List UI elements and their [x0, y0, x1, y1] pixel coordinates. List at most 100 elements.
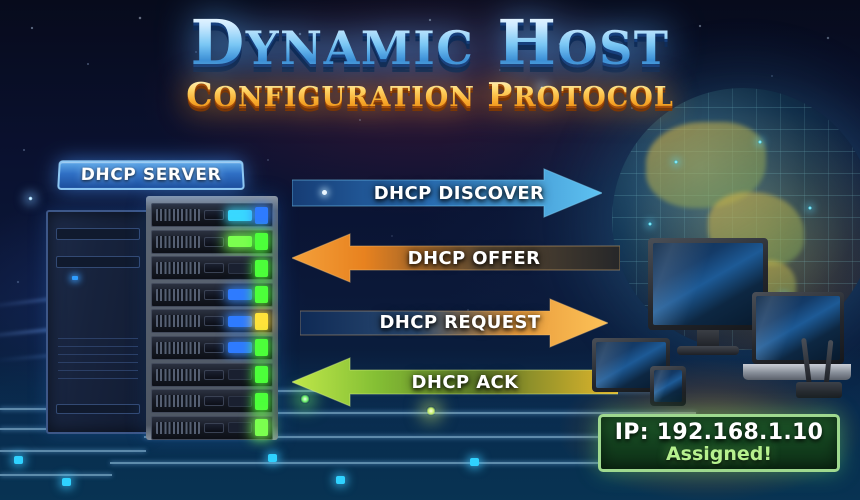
circuit-trace: [144, 436, 704, 438]
rack-status-led: [255, 206, 268, 224]
page-title: DYNAMIC HOST CONFIGURATION PROTOCOL: [0, 12, 860, 111]
rack-slot: [151, 282, 273, 307]
title-h: H: [497, 6, 558, 79]
rack-activity-led: [228, 422, 252, 434]
monitor-screen: [653, 243, 763, 325]
rack-activity-led: [228, 289, 252, 301]
arrow-dhcp-discover[interactable]: DHCP DISCOVER: [292, 168, 602, 218]
rack-slot: [151, 415, 273, 440]
ip-status-text: Assigned!: [665, 443, 773, 466]
server-vent: [58, 370, 138, 371]
arrow-discover-label: DHCP DISCOVER: [373, 182, 545, 204]
rack-slot: [151, 203, 273, 227]
circuit-trace: [176, 412, 696, 414]
laptop-keyboard: [743, 364, 851, 380]
server-vent: [58, 378, 138, 379]
server-vent: [58, 354, 138, 355]
rack-status-led: [255, 339, 268, 357]
monitor-base: [677, 346, 739, 355]
rack-status-led: [255, 392, 268, 410]
circuit-trace: [110, 462, 710, 464]
rack-slot-grill: [156, 421, 200, 434]
circuit-node: [62, 478, 71, 486]
laptop-screen: [756, 296, 840, 360]
title-main-line: DYNAMIC HOST: [0, 12, 860, 74]
circuit-glow: [426, 406, 436, 416]
rack-slot-panel: [204, 236, 224, 247]
rack-status-led: [255, 419, 268, 437]
rack-slot-panel: [204, 396, 224, 407]
rack-slot: [151, 309, 273, 334]
server-vent: [58, 338, 138, 339]
server-bay: [56, 228, 140, 240]
sub-onfiguration: ONFIGURATION: [213, 82, 475, 113]
rack-status-led: [255, 233, 268, 251]
rack-slot-grill: [156, 315, 200, 328]
circuit-node: [268, 454, 277, 462]
arrow-discover-shape: [292, 168, 602, 218]
rack-activity-led: [228, 236, 252, 248]
rack-slot: [151, 335, 273, 360]
server-bay: [56, 404, 140, 414]
sub-c: C: [186, 75, 214, 114]
rack-slot-grill: [156, 288, 200, 301]
rack-activity-led: [228, 262, 252, 274]
network-node: [674, 160, 678, 164]
rack-slot: [151, 229, 273, 254]
rack-activity-led: [228, 209, 252, 221]
arrow-dhcp-offer[interactable]: DHCP OFFER: [292, 232, 620, 284]
rack-activity-led: [228, 315, 252, 327]
network-node: [758, 140, 762, 144]
circuit-node: [14, 456, 23, 464]
sub-rotocol: ROTOCOL: [513, 82, 674, 113]
arrow-request-shape: [300, 298, 608, 348]
router-body: [796, 382, 842, 398]
server-rack: [146, 196, 278, 440]
glow-star: [28, 196, 33, 201]
rack-status-led: [255, 259, 268, 277]
rack-activity-led: [228, 369, 252, 381]
rack-status-led: [255, 312, 268, 330]
rack-slot: [151, 256, 273, 281]
glow-star: [540, 86, 544, 90]
rack-slot: [151, 362, 273, 387]
desktop-monitor: [648, 238, 768, 355]
sub-p: P: [487, 75, 514, 114]
monitor-frame: [648, 238, 768, 330]
circuit-trace: [0, 450, 146, 452]
network-node: [648, 222, 652, 226]
arrow-request-label: DHCP REQUEST: [379, 311, 541, 333]
circuit-glow: [300, 394, 310, 404]
arrow-offer-shape: [292, 233, 620, 283]
arrow-dhcp-request[interactable]: DHCP REQUEST: [300, 296, 608, 348]
arrow-dhcp-ack[interactable]: DHCP ACK: [292, 356, 618, 408]
circuit-node: [336, 476, 345, 484]
rack-activity-led: [228, 395, 252, 407]
smartphone: [650, 366, 686, 406]
rack-slot-grill: [156, 395, 200, 408]
server-power-led: [72, 276, 78, 280]
rack-slot-grill: [156, 341, 200, 354]
dhcp-server-label: DHCP SERVER: [57, 160, 245, 190]
rack-activity-led: [228, 342, 252, 354]
phone-frame: [650, 366, 686, 406]
rack-slot-grill: [156, 235, 200, 248]
monitor-neck: [697, 330, 719, 346]
rack-slot-panel: [204, 369, 224, 380]
title-sub-line: CONFIGURATION PROTOCOL: [0, 78, 860, 111]
rack-slot-panel: [204, 263, 224, 274]
circuit-trace: [0, 474, 112, 476]
dhcp-server-illustration: [44, 196, 280, 446]
server-tower: [46, 210, 150, 434]
ip-address-text: IP: 192.168.1.10: [614, 420, 824, 445]
rack-slot-grill: [156, 368, 200, 381]
ip-assigned-panel: IP: 192.168.1.10 Assigned!: [598, 414, 840, 472]
server-vent: [58, 346, 138, 347]
network-node: [808, 206, 812, 210]
rack-slot-panel: [204, 289, 224, 300]
server-bay: [56, 256, 140, 268]
rack-slot-panel: [204, 422, 224, 433]
title-ost: OST: [557, 21, 670, 75]
rack-status-led: [255, 286, 268, 304]
